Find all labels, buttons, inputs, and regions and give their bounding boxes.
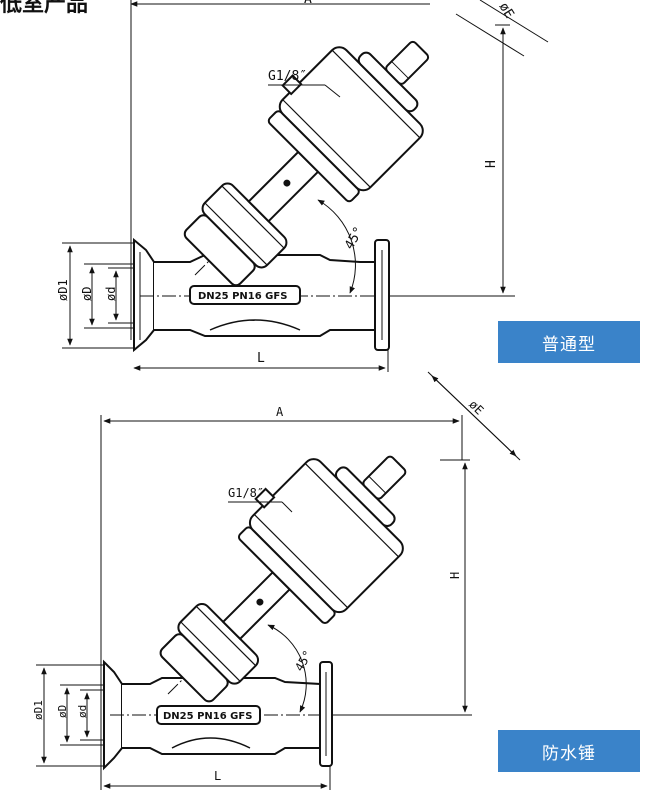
top-label-H: H	[484, 160, 499, 168]
bottom-right-flange	[319, 661, 333, 767]
bottom-label-E: øE	[466, 397, 486, 417]
bottom-label-A: A	[276, 405, 284, 419]
top-label-L: L	[257, 351, 265, 366]
bottom-label-d: ød	[76, 705, 89, 718]
bottom-nameplate	[156, 705, 261, 725]
top-label-d: ød	[104, 287, 118, 301]
bottom-nameplate-text: DN25 PN16 GFS	[163, 711, 252, 722]
bottom-label-L: L	[214, 769, 221, 783]
top-label-D1: øD1	[56, 279, 70, 301]
top-nameplate	[189, 285, 301, 305]
bottom-label-G-leader	[228, 501, 293, 513]
bottom-valve-drawing: A øE H L	[32, 371, 521, 790]
bottom-dim-E	[427, 371, 521, 461]
top-actuator	[183, 40, 430, 287]
top-angle-arc	[317, 199, 356, 294]
top-label-G-leader	[268, 84, 341, 98]
bottom-label-G: G1/8″	[228, 486, 264, 500]
bottom-label-H: H	[448, 572, 462, 579]
top-dim-E	[455, 0, 549, 57]
top-dim-A	[130, 0, 430, 340]
bottom-label-D1: øD1	[32, 700, 45, 720]
top-left-flange	[133, 237, 155, 353]
badge-anti-water-hammer: 防水锤	[498, 730, 640, 772]
top-label-D: øD	[80, 287, 94, 301]
top-dim-H	[385, 24, 515, 297]
top-label-E: øE	[496, 0, 517, 21]
top-label-A: A	[304, 0, 312, 7]
cut-off-title: 低室产品	[0, 0, 89, 17]
top-label-G: G1/8″	[268, 69, 307, 84]
bottom-label-angle: 45°	[292, 648, 315, 674]
bottom-actuator	[159, 455, 407, 703]
top-nameplate-text: DN25 PN16 GFS	[198, 291, 287, 302]
bottom-angle-arc	[267, 624, 307, 713]
top-valve-drawing: A øE H L	[56, 0, 549, 372]
bottom-label-D: øD	[56, 705, 69, 718]
badge-standard: 普通型	[498, 321, 640, 363]
top-right-flange	[374, 239, 390, 351]
bottom-dim-H	[320, 459, 472, 716]
